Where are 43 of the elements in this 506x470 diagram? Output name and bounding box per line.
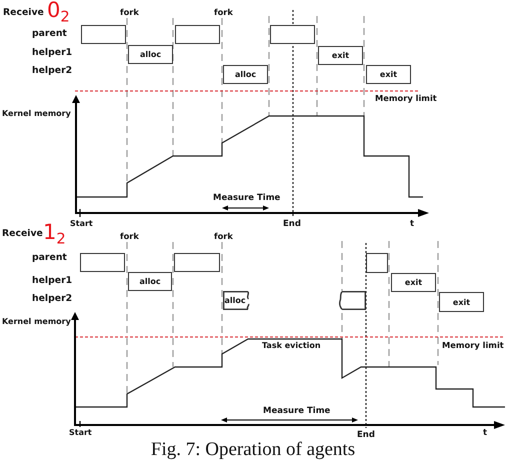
lane-label: helper1 — [32, 48, 72, 58]
lane-label: helper2 — [32, 294, 72, 304]
caption: Fig. 7: Operation of agents — [150, 440, 356, 461]
axis-title: t — [410, 220, 414, 230]
axis-title: Kernel memory — [2, 110, 71, 118]
axis-title: t — [483, 429, 488, 438]
panel-title: Receive — [3, 8, 44, 18]
event-label: fork — [214, 8, 233, 17]
tick-label: End — [357, 430, 375, 440]
task-box — [175, 25, 220, 44]
interval-label: Measure Time — [263, 407, 330, 416]
threshold-label: Memory limit — [442, 341, 504, 350]
event-label: fork — [120, 8, 139, 17]
task-box: alloc — [223, 65, 268, 84]
tick-label: Start — [70, 220, 93, 228]
task-box: alloc — [223, 291, 250, 310]
lane-label: parent — [32, 253, 67, 264]
lane-label: parent — [32, 29, 67, 40]
lane-label: helper1 — [32, 276, 72, 286]
panel-number: 1$_{2}$ — [43, 222, 66, 243]
task-box: exit — [439, 292, 484, 312]
task-box — [366, 253, 388, 273]
panel-title: Receive — [2, 229, 43, 240]
task-box: alloc — [128, 272, 172, 291]
task-box: exit — [318, 46, 363, 65]
axis-title: Kernel memory — [2, 318, 71, 326]
task-box: exit — [391, 273, 436, 292]
task-box — [270, 25, 315, 44]
task-box: exit — [366, 65, 411, 84]
panel-number: 0$_{2}$ — [47, 0, 70, 21]
event-label: fork — [214, 232, 233, 241]
threshold-label: Memory limit — [375, 94, 437, 103]
tick-label: End — [283, 220, 301, 229]
task-box — [80, 253, 125, 272]
task-box — [339, 291, 366, 310]
task-box — [81, 25, 126, 44]
event-label: Task eviction — [262, 342, 321, 350]
event-label: fork — [120, 232, 139, 241]
lane-label: helper2 — [32, 66, 72, 76]
task-box: alloc — [128, 45, 173, 64]
interval-label: Measure Time — [213, 194, 280, 204]
tick-label: Start — [69, 428, 92, 438]
task-box — [174, 253, 220, 272]
